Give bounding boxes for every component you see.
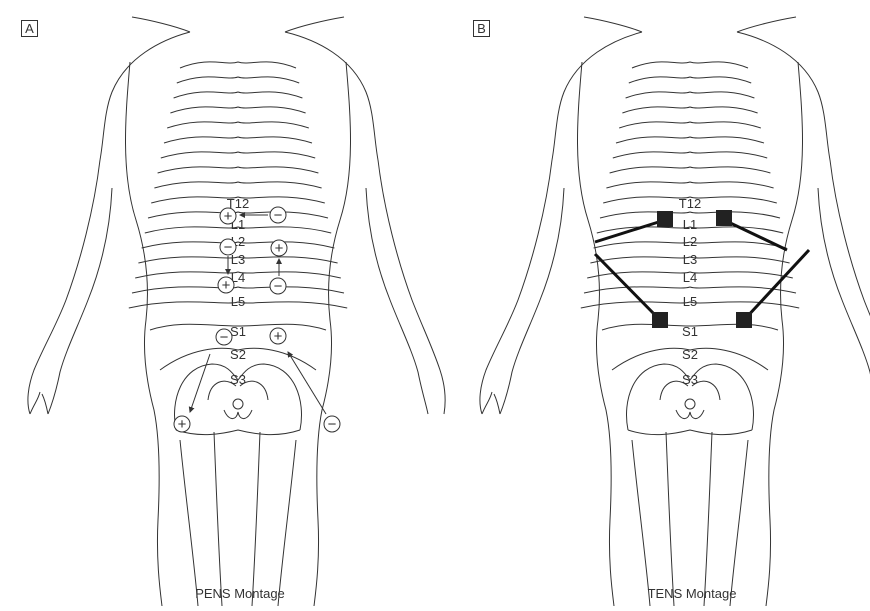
dermatome-band (632, 62, 748, 68)
dermatome-label-l2: L2 (683, 234, 697, 249)
tens-electrode-pad (716, 210, 732, 226)
panel-b-label: B (473, 20, 490, 37)
coccyx-outline (676, 410, 704, 419)
right-arm-inner-outline (366, 188, 428, 414)
electrode-sign: − (328, 416, 337, 433)
left-torso-outline (578, 62, 615, 606)
right-arm-inner-outline (818, 188, 870, 414)
dermatome-label-s1: S1 (682, 324, 698, 339)
dermatome-band (626, 92, 755, 98)
neck-right-outline (285, 17, 344, 32)
dermatome-band (622, 107, 757, 113)
dermatome-band (132, 287, 344, 293)
dermatome-label-l3: L3 (231, 252, 245, 267)
dermatome-label-s2: S2 (230, 347, 246, 362)
electrode-sign: + (275, 240, 284, 257)
left-hand-outline (30, 392, 48, 414)
right-arm-outline (378, 160, 445, 414)
dermatome-band (170, 107, 305, 113)
electrode-sign: − (220, 329, 229, 346)
electrode-sign: − (224, 239, 233, 256)
electrode-sign: − (274, 207, 283, 224)
dermatome-label-s3: S3 (230, 372, 246, 387)
tens-electrode-pad (652, 312, 668, 328)
right-shoulder-outline (285, 32, 378, 160)
dermatome-band (161, 152, 315, 158)
left-hand-outline (482, 392, 500, 414)
left-arm-inner-outline (500, 188, 564, 414)
electrode-sign: + (222, 277, 231, 294)
left-arm-outline (28, 160, 100, 414)
right-inner-leg-outline (252, 432, 260, 606)
neck-right-outline (737, 17, 796, 32)
electrode-sign: − (274, 278, 283, 295)
left-shoulder-outline (100, 32, 190, 160)
dermatome-band (629, 77, 751, 83)
sacral-circle (233, 399, 243, 409)
left-outer-leg-outline (632, 440, 650, 606)
tens-montage-caption: TENS Montage (622, 586, 762, 601)
dermatome-label-l3: L3 (683, 252, 697, 267)
dermatome-label-s3: S3 (682, 372, 698, 387)
panel-a-label: A (21, 20, 38, 37)
left-torso-outline (126, 62, 163, 606)
dermatome-band (613, 152, 767, 158)
neck-left-outline (132, 17, 190, 32)
dermatome-label-l4: L4 (683, 270, 697, 285)
dermatome-band (177, 77, 299, 83)
right-arm-outline (830, 160, 870, 414)
dermatome-band (167, 122, 309, 128)
electrode-sign: + (224, 208, 233, 225)
left-outer-leg-outline (180, 440, 198, 606)
right-torso-outline (314, 62, 351, 606)
neck-left-outline (584, 17, 642, 32)
tens-electrode-pad (736, 312, 752, 328)
pens-montage-caption: PENS Montage (170, 586, 310, 601)
dermatome-band (180, 62, 296, 68)
dermatome-label-l5: L5 (231, 294, 245, 309)
dermatome-label-l1: L1 (683, 217, 697, 232)
right-outer-leg-outline (730, 440, 748, 606)
dermatome-band (154, 182, 321, 188)
dermatome-band (584, 287, 796, 293)
dermatome-band (606, 182, 773, 188)
left-inner-leg-outline (666, 432, 674, 606)
electrode-sign: + (274, 328, 283, 345)
left-inner-leg-outline (214, 432, 222, 606)
electrode-lead-wire (724, 220, 787, 250)
dermatome-band (174, 92, 303, 98)
dermatome-band (164, 137, 312, 143)
gluteal-fold-outline (176, 430, 300, 435)
dermatome-label-t12: T12 (679, 196, 701, 211)
right-torso-outline (766, 62, 803, 606)
left-arm-outline (480, 160, 552, 414)
sacral-circle (685, 399, 695, 409)
electrode-sign: + (178, 416, 187, 433)
dermatome-label-l5: L5 (683, 294, 697, 309)
left-shoulder-outline (552, 32, 642, 160)
right-inner-leg-outline (704, 432, 712, 606)
dermatome-band (616, 137, 764, 143)
left-arm-inner-outline (48, 188, 112, 414)
right-outer-leg-outline (278, 440, 296, 606)
gluteal-fold-outline (628, 430, 752, 435)
current-arrow (190, 354, 210, 412)
tens-electrode-pad (657, 211, 673, 227)
coccyx-outline (224, 410, 252, 419)
dermatome-band (158, 167, 319, 173)
right-shoulder-outline (737, 32, 830, 160)
body-figure-a: T12L1L2L3L4L5S1S2S3+−−++−−++− (28, 17, 445, 606)
dermatome-band (610, 167, 771, 173)
dermatome-band (619, 122, 761, 128)
dermatome-label-s2: S2 (682, 347, 698, 362)
